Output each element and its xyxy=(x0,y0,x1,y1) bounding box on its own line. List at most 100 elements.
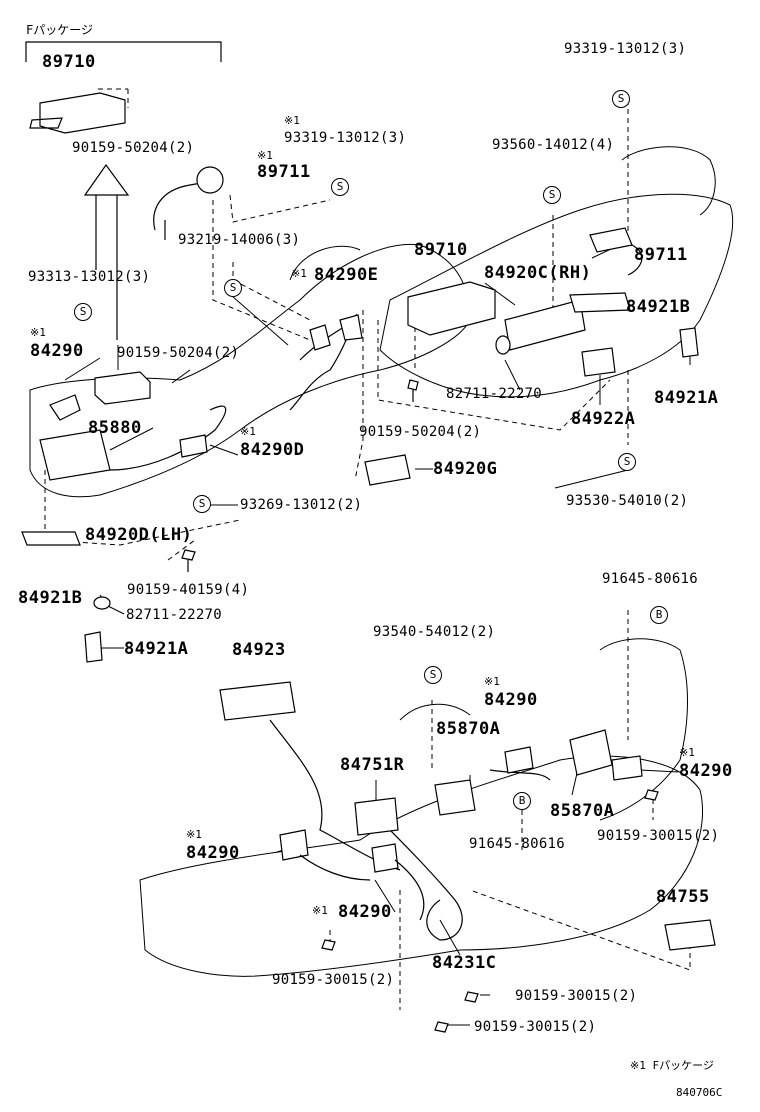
part-label-84921b-left[interactable]: 84921B xyxy=(18,588,83,608)
part-label-93319-13012-a[interactable]: 93319-13012(3) xyxy=(284,130,407,146)
part-label-84290-lowleft[interactable]: 84290 xyxy=(186,843,240,863)
harness-84290-c1 xyxy=(489,769,551,781)
part-label-82711-left[interactable]: 82711-22270 xyxy=(126,607,223,623)
part-label-90159-30015-d[interactable]: 90159-30015(2) xyxy=(474,1019,597,1035)
module-89710-mid xyxy=(407,281,496,336)
mark-symbol: ※1 xyxy=(312,904,328,917)
part-label-84751r[interactable]: 84751R xyxy=(340,755,405,775)
connector-84290d xyxy=(179,434,208,458)
part-label-84755[interactable]: 84755 xyxy=(656,887,710,907)
mark-symbol: ※1 xyxy=(484,675,500,688)
symbol-s: S xyxy=(224,279,242,297)
mark-symbol: ※1 xyxy=(240,425,256,438)
sensor-89711-right xyxy=(589,227,643,276)
part-label-93319-13012-b[interactable]: 93319-13012(3) xyxy=(564,41,687,57)
bolt-30015-b xyxy=(321,939,336,951)
part-label-93219-14006[interactable]: 93219-14006(3) xyxy=(178,232,301,248)
part-label-89711-left[interactable]: 89711 xyxy=(257,162,311,182)
part-label-84923[interactable]: 84923 xyxy=(232,640,286,660)
part-label-84290e[interactable]: 84290E xyxy=(314,265,379,285)
part-label-84922a[interactable]: 84922A xyxy=(571,409,636,429)
lower-headrest xyxy=(399,703,471,721)
part-label-84920g[interactable]: 84920G xyxy=(433,459,498,479)
part-label-84921b-right[interactable]: 84921B xyxy=(626,297,691,317)
lower-seat-back xyxy=(599,638,688,821)
part-label-90159-30015-a[interactable]: 90159-30015(2) xyxy=(597,828,720,844)
harness-84290d xyxy=(109,405,227,471)
ring-82711-left xyxy=(93,596,111,610)
mark-symbol: ※1 xyxy=(679,746,695,759)
part-label-90159-50204-mid[interactable]: 90159-50204(2) xyxy=(117,345,240,361)
part-label-85870a-b[interactable]: 85870A xyxy=(550,801,615,821)
part-label-91645-top[interactable]: 91645-80616 xyxy=(602,571,699,587)
symbol-s: S xyxy=(543,186,561,204)
knob-84921a-right xyxy=(679,327,699,358)
header-bracket xyxy=(25,41,222,62)
part-label-93560-14012[interactable]: 93560-14012(4) xyxy=(492,137,615,153)
part-label-90159-40159[interactable]: 90159-40159(4) xyxy=(127,582,250,598)
part-label-90159-50204-top[interactable]: 90159-50204(2) xyxy=(72,140,195,156)
switch-84923 xyxy=(219,681,296,721)
ring-82711-right xyxy=(495,335,511,355)
part-label-89711-right[interactable]: 89711 xyxy=(634,245,688,265)
bolt-50204-low xyxy=(407,379,419,402)
mark-symbol: ※1 xyxy=(30,326,46,339)
part-label-84231c[interactable]: 84231C xyxy=(432,953,497,973)
part-label-84920d[interactable]: 84920D(LH) xyxy=(85,525,193,545)
switch-84290-lowmid xyxy=(371,843,399,873)
switch-84290-left xyxy=(49,394,81,421)
module-85880 xyxy=(94,371,151,405)
symbol-s: S xyxy=(612,90,630,108)
part-label-90159-50204-low[interactable]: 90159-50204(2) xyxy=(359,424,482,440)
mark-symbol: ※1 xyxy=(186,828,202,841)
part-label-84921a-left[interactable]: 84921A xyxy=(124,639,189,659)
header-package-label: Fパッケージ xyxy=(26,23,93,37)
mark-symbol: ※1 xyxy=(291,267,307,280)
knob-84921a-left xyxy=(84,631,103,663)
symbol-b: B xyxy=(513,792,531,810)
part-label-84290-lowmid[interactable]: 84290 xyxy=(338,902,392,922)
switch-85870a-a xyxy=(434,779,476,816)
cover-84921b-left xyxy=(21,531,81,546)
part-label-89710-mid[interactable]: 89710 xyxy=(414,240,468,260)
part-label-93269-13012[interactable]: 93269-13012(2) xyxy=(240,497,363,513)
up-arrow xyxy=(83,163,130,340)
switch-84290-lowleft xyxy=(279,829,309,861)
part-label-84290-left[interactable]: 84290 xyxy=(30,341,84,361)
clip-84290e-b xyxy=(339,314,363,341)
harness-lowmid xyxy=(299,854,425,921)
switch-84290-c2 xyxy=(611,755,643,781)
part-label-93540-54012[interactable]: 93540-54012(2) xyxy=(373,624,496,640)
symbol-s: S xyxy=(331,178,349,196)
footnote: ※1 Fパッケージ xyxy=(630,1059,714,1072)
switch-84922a xyxy=(581,347,616,377)
part-label-84290-c2[interactable]: 84290 xyxy=(679,761,733,781)
symbol-s: S xyxy=(618,453,636,471)
clip-84290e-a xyxy=(309,324,331,351)
bolt-30015-a xyxy=(644,789,659,801)
symbol-b: B xyxy=(650,606,668,624)
part-label-85880[interactable]: 85880 xyxy=(88,418,142,438)
part-label-84920c[interactable]: 84920C(RH) xyxy=(484,263,592,283)
part-label-84921a-right[interactable]: 84921A xyxy=(654,388,719,408)
part-label-91645-mid[interactable]: 91645-80616 xyxy=(469,836,566,852)
module-89710-top xyxy=(29,92,126,134)
switch-84920g xyxy=(364,454,411,486)
part-label-90159-30015-c[interactable]: 90159-30015(2) xyxy=(515,988,638,1004)
symbol-s: S xyxy=(74,303,92,321)
bolt-40159 xyxy=(181,549,196,572)
bolt-30015-d xyxy=(434,1021,449,1033)
part-label-89710-top[interactable]: 89710 xyxy=(42,52,96,72)
part-label-90159-30015-b[interactable]: 90159-30015(2) xyxy=(272,972,395,988)
harness-84923 xyxy=(269,719,401,871)
part-label-85870a-a[interactable]: 85870A xyxy=(436,719,501,739)
lower-seat-cushion xyxy=(139,755,704,977)
part-label-84290-c1[interactable]: 84290 xyxy=(484,690,538,710)
mark-symbol: ※1 xyxy=(257,149,273,162)
part-label-82711-right[interactable]: 82711-22270 xyxy=(446,386,543,402)
part-label-93530-54010[interactable]: 93530-54010(2) xyxy=(566,493,689,509)
part-label-84290d[interactable]: 84290D xyxy=(240,440,305,460)
harness-84231c xyxy=(379,819,463,941)
part-label-93313-13012[interactable]: 93313-13012(3) xyxy=(28,269,151,285)
